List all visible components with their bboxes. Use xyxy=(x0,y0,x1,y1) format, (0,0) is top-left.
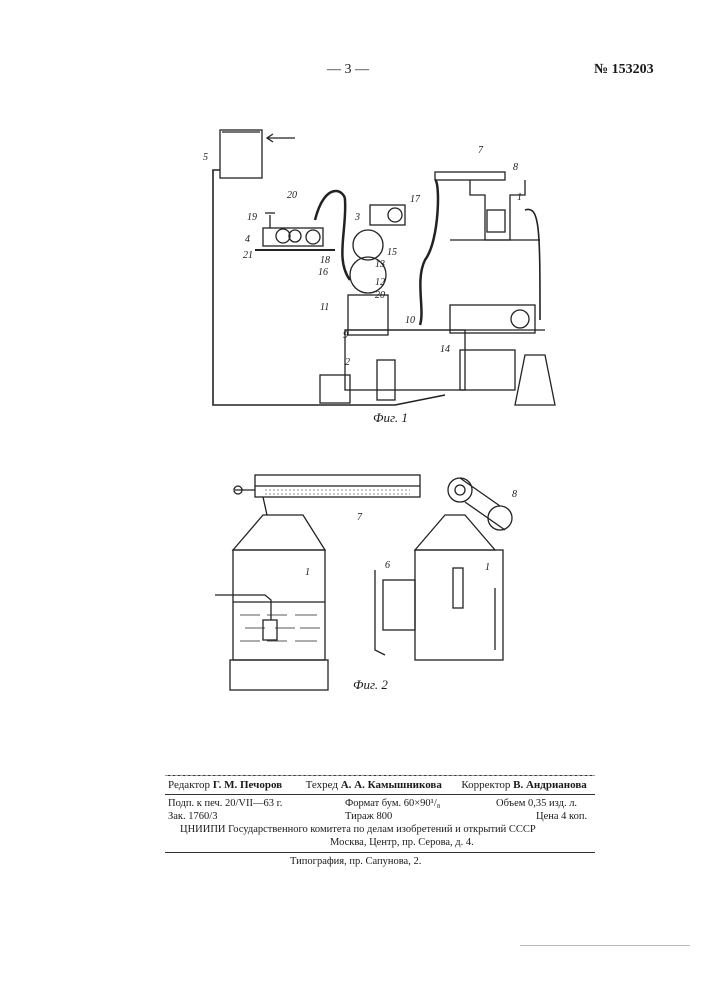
printer: Типография, пр. Сапунова, 2. xyxy=(290,856,421,867)
fig1-label: 10 xyxy=(405,315,415,326)
fig1-label: 16 xyxy=(318,267,328,278)
fig1-label: 4 xyxy=(245,234,250,245)
signed-date: Подп. к печ. 20/VII—63 г. xyxy=(168,798,282,809)
print-run: Тираж 800 xyxy=(345,811,392,822)
volume: Объем 0,35 изд. л. xyxy=(496,798,577,809)
fig1-label: 21 xyxy=(243,250,253,261)
page-number: — 3 — xyxy=(327,62,369,78)
price: Цена 4 коп. xyxy=(536,811,587,822)
fig2-label: 6 xyxy=(385,560,390,571)
corrector-role: Корректор xyxy=(461,779,510,791)
fig1-label: 8 xyxy=(513,162,518,173)
fig1-label: 12 xyxy=(375,277,385,288)
fig1-label: 13 xyxy=(375,259,385,270)
fig1-label: 19 xyxy=(247,212,257,223)
figure-2-caption: Фиг. 2 xyxy=(353,677,388,693)
fig1-label: 20 xyxy=(287,190,297,201)
fig1-label: 20 xyxy=(375,290,385,301)
paper-format: Формат бум. 60×90¹/₈ xyxy=(345,798,440,809)
institute: ЦНИИПИ Государственного комитета по дела… xyxy=(180,824,536,835)
fig2-label: 1 xyxy=(305,567,310,578)
figure-2-drawing: 7 8 6 1 1 xyxy=(205,470,535,695)
fig1-label: 11 xyxy=(320,302,329,313)
editor-role: Редактор xyxy=(168,779,210,791)
corrector-name: В. Андрианова xyxy=(513,779,587,791)
fig1-label: 7 xyxy=(478,145,484,156)
tank-5 xyxy=(220,130,262,178)
fig2-label: 7 xyxy=(357,512,363,523)
patent-number: № 153203 xyxy=(594,62,654,78)
fig1-label: 17 xyxy=(410,194,421,205)
fig1-label: 1 xyxy=(517,192,522,203)
fig1-label: 9 xyxy=(343,330,348,341)
address: Москва, Центр, пр. Серова, д. 4. xyxy=(330,837,474,848)
figure-1-caption: Фиг. 1 xyxy=(373,410,408,426)
editor-name: Г. М. Печоров xyxy=(213,779,282,791)
figure-1-drawing: 5 20 19 4 21 3 17 18 16 15 13 12 20 11 9… xyxy=(195,120,565,420)
fig1-label: 14 xyxy=(440,344,450,355)
tech-name: А. А. Камышникова xyxy=(341,779,442,791)
fig1-label: 18 xyxy=(320,255,330,266)
fig2-label: 1 xyxy=(485,562,490,573)
order-number: Зак. 1760/3 xyxy=(168,811,217,822)
tech-role: Техред xyxy=(306,779,338,791)
fig1-label: 5 xyxy=(203,152,208,163)
fig1-label: 15 xyxy=(387,247,397,258)
fig1-label: 2 xyxy=(345,357,350,368)
credits-line: Редактор Г. М. Печоров Техред А. А. Камы… xyxy=(168,779,598,791)
fig2-label: 8 xyxy=(512,489,517,500)
fig1-label: 3 xyxy=(354,212,360,223)
